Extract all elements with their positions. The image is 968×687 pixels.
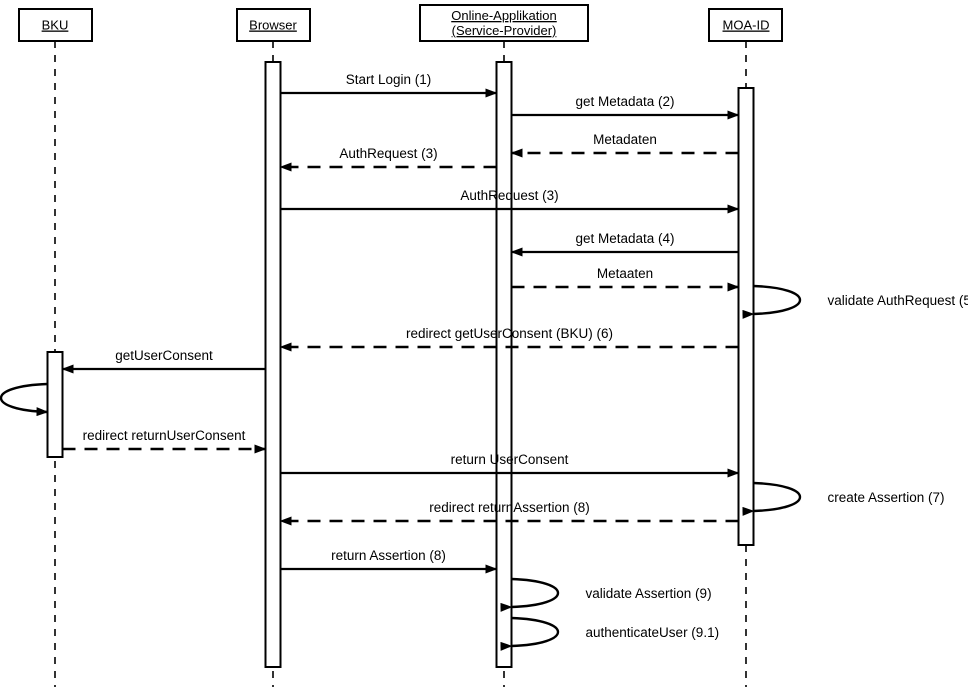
self-message-arrow-11 (0, 382, 49, 417)
self-message-arrow-17 (500, 577, 559, 612)
message-5: AuthRequest (3) (280, 188, 740, 214)
message-10: getUserConsent (61, 348, 266, 374)
message-1: Start Login (1) (280, 72, 498, 98)
message-14: create Assertion (7) (742, 481, 945, 516)
lifeline-head-box-oa (419, 4, 589, 42)
message-7: Metaaten (511, 266, 740, 292)
message-label-14: create Assertion (7) (828, 490, 945, 505)
message-13: return UserConsent (280, 452, 740, 478)
messages-layer: Start Login (1) get Metadata (2) Metadaten… (0, 72, 968, 651)
message-label-5: AuthRequest (3) (460, 188, 558, 203)
lifeline-title-moaid: MOA-ID (723, 18, 770, 33)
message-label-15: redirect returnAssertion (8) (429, 500, 590, 515)
message-label-8: validate AuthRequest (5) (828, 293, 968, 308)
lifeline-title-browser: Browser (249, 18, 297, 33)
activation-bar-moaid (737, 87, 755, 546)
activation-bar-browser (264, 61, 282, 668)
message-3: Metadaten (510, 132, 739, 158)
lifeline-head-oa: Online-Applikation(Service-Provider) (419, 4, 589, 42)
lifeline-head-moaid: MOA-ID (708, 8, 783, 42)
lifeline-title-oa: Online-Applikation (451, 8, 557, 23)
message-label-18: authenticateUser (9.1) (586, 625, 720, 640)
self-message-arrow-14 (742, 481, 801, 516)
message-18: authenticateUser (9.1) (500, 616, 720, 651)
message-12: redirect returnUserConsent (62, 428, 267, 454)
message-16: return Assertion (8) (280, 548, 498, 574)
message-label-6: get Metadata (4) (575, 231, 674, 246)
self-message-arrow-18 (500, 616, 559, 651)
activation-bar-oa (495, 61, 513, 668)
message-8: validate AuthRequest (5) (742, 284, 968, 319)
lifeline-head-browser: Browser (236, 8, 311, 42)
lifeline-title-oa: (Service-Provider) (452, 23, 557, 38)
message-17: validate Assertion (9) (500, 577, 712, 612)
message-label-2: get Metadata (2) (575, 94, 674, 109)
message-label-9: redirect getUserConsent (BKU) (6) (406, 326, 613, 341)
lifelines-layer: BKU Browser Online-Applikation(Service-Pro… (18, 4, 783, 687)
message-label-3: Metadaten (593, 132, 657, 147)
message-2: get Metadata (2) (511, 94, 740, 120)
message-4: AuthRequest (3) (279, 146, 497, 172)
message-label-17: validate Assertion (9) (586, 586, 712, 601)
lifeline-title-bku: BKU (42, 18, 69, 33)
lifeline-head-box-browser (236, 8, 311, 42)
message-label-12: redirect returnUserConsent (83, 428, 246, 443)
message-label-7: Metaaten (597, 266, 653, 281)
message-label-16: return Assertion (8) (331, 548, 446, 563)
message-6: get Metadata (4) (510, 231, 739, 257)
message-label-13: return UserConsent (451, 452, 569, 467)
lifeline-head-box-bku (18, 8, 93, 42)
self-message-arrow-8 (742, 284, 801, 319)
activation-bar-bku (46, 351, 64, 458)
message-9: redirect getUserConsent (BKU) (6) (279, 326, 739, 352)
message-label-4: AuthRequest (3) (339, 146, 437, 161)
message-11: BKU interaction (6.1) (0, 382, 49, 417)
message-label-10: getUserConsent (115, 348, 213, 363)
lifeline-head-box-moaid (708, 8, 783, 42)
message-15: redirect returnAssertion (8) (279, 500, 739, 526)
lifeline-head-bku: BKU (18, 8, 93, 42)
message-label-1: Start Login (1) (346, 72, 432, 87)
